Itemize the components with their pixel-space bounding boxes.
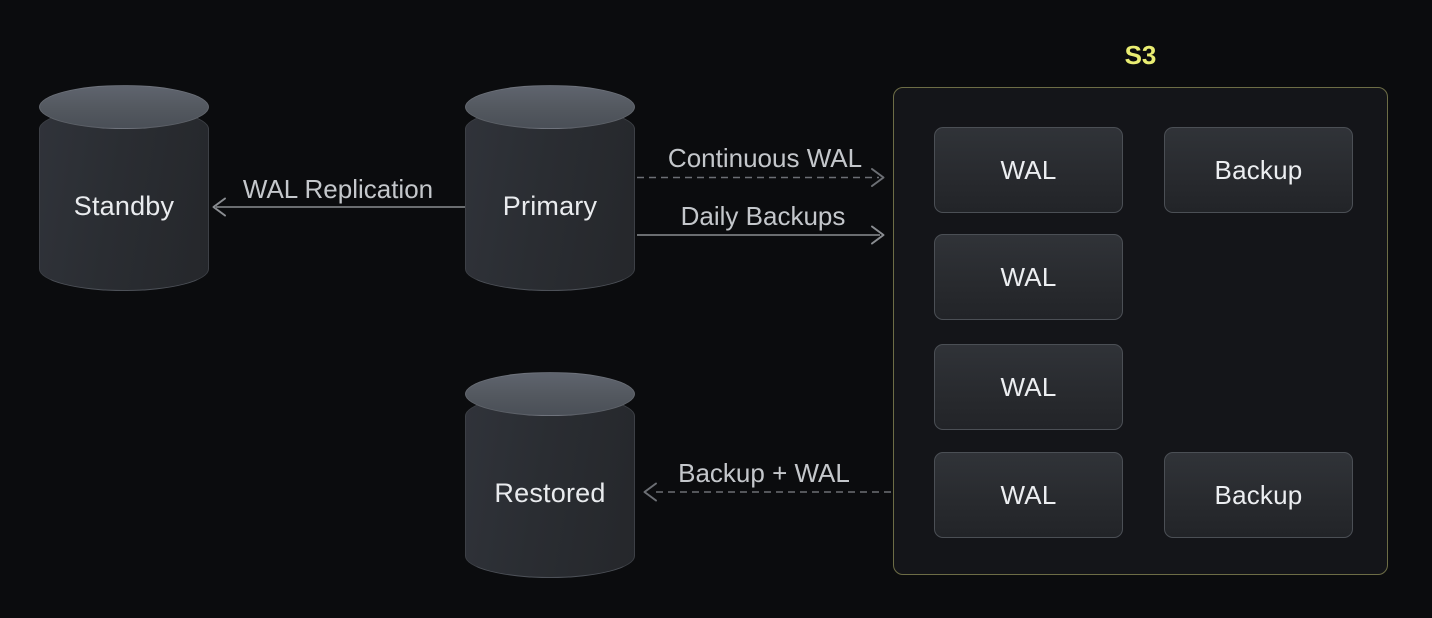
backup-box: Backup xyxy=(1164,452,1353,538)
database-cylinder-top-icon xyxy=(465,372,635,416)
backup-plus-wal-label: Backup + WAL xyxy=(678,458,850,488)
wal-box: WAL xyxy=(934,127,1123,213)
continuous-wal-arrowhead-icon xyxy=(871,168,885,187)
continuous-wal-label: Continuous WAL xyxy=(667,143,863,173)
primary-label: Primary xyxy=(502,190,598,221)
restored-database-node: Restored xyxy=(465,372,635,578)
database-cylinder-icon xyxy=(465,394,635,578)
daily-backups-arrowhead-icon xyxy=(871,225,885,245)
standby-database-node: Standby xyxy=(39,85,209,291)
wal-replication-label: WAL Replication xyxy=(242,174,434,204)
wal-box: WAL xyxy=(934,452,1123,538)
database-cylinder-top-icon xyxy=(465,85,635,129)
database-cylinder-icon xyxy=(465,107,635,291)
backup-plus-wal-arrowhead-icon xyxy=(643,482,657,502)
restored-label: Restored xyxy=(494,477,606,508)
standby-label: Standby xyxy=(73,190,175,221)
wal-box: WAL xyxy=(934,344,1123,430)
wal-replication-arrowhead-icon xyxy=(212,197,226,217)
database-cylinder-icon xyxy=(39,107,209,291)
wal-box: WAL xyxy=(934,234,1123,320)
primary-database-node: Primary xyxy=(465,85,635,291)
s3-group-title: S3 xyxy=(1124,40,1157,70)
backup-box: Backup xyxy=(1164,127,1353,213)
s3-container: WAL Backup WAL WAL WAL Backup xyxy=(893,87,1388,575)
daily-backups-label: Daily Backups xyxy=(680,201,846,231)
database-cylinder-top-icon xyxy=(39,85,209,129)
